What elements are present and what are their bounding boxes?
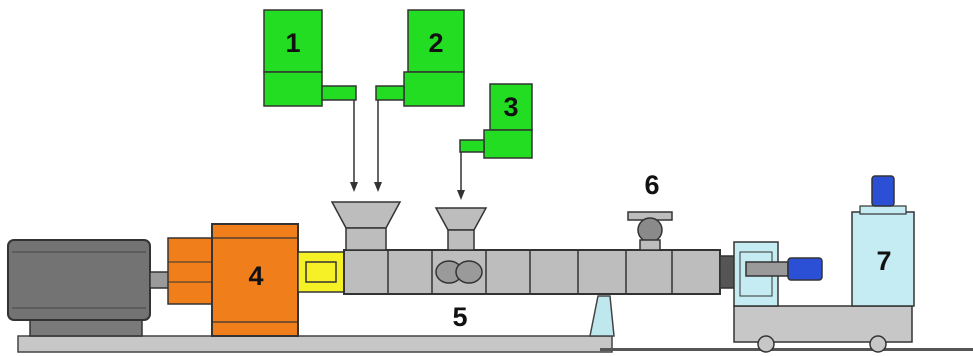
vent-label: 6 bbox=[644, 170, 659, 200]
main-feed-hopper bbox=[330, 201, 402, 251]
motor bbox=[7, 239, 171, 337]
pelletizer-label: 7 bbox=[876, 246, 891, 276]
feeder-3: 3 bbox=[457, 83, 533, 200]
feeder-2: 2 bbox=[374, 9, 465, 192]
coupling bbox=[297, 251, 345, 293]
gearbox: 4 bbox=[167, 223, 299, 337]
gearbox-label: 4 bbox=[248, 261, 263, 291]
barrel: 5 bbox=[343, 249, 747, 332]
feeder-1-label: 1 bbox=[285, 28, 300, 58]
feeder-3-label: 3 bbox=[503, 92, 518, 122]
barrel-label: 5 bbox=[452, 302, 467, 332]
screw-elements-icon bbox=[435, 260, 483, 284]
base-frame bbox=[17, 295, 973, 353]
feeder-1: 1 bbox=[263, 9, 358, 192]
vent-port: 6 bbox=[627, 170, 673, 251]
side-feed-hopper bbox=[434, 207, 488, 251]
pelletizer-unit: 7 bbox=[733, 175, 915, 353]
feeder-2-label: 2 bbox=[428, 28, 443, 58]
